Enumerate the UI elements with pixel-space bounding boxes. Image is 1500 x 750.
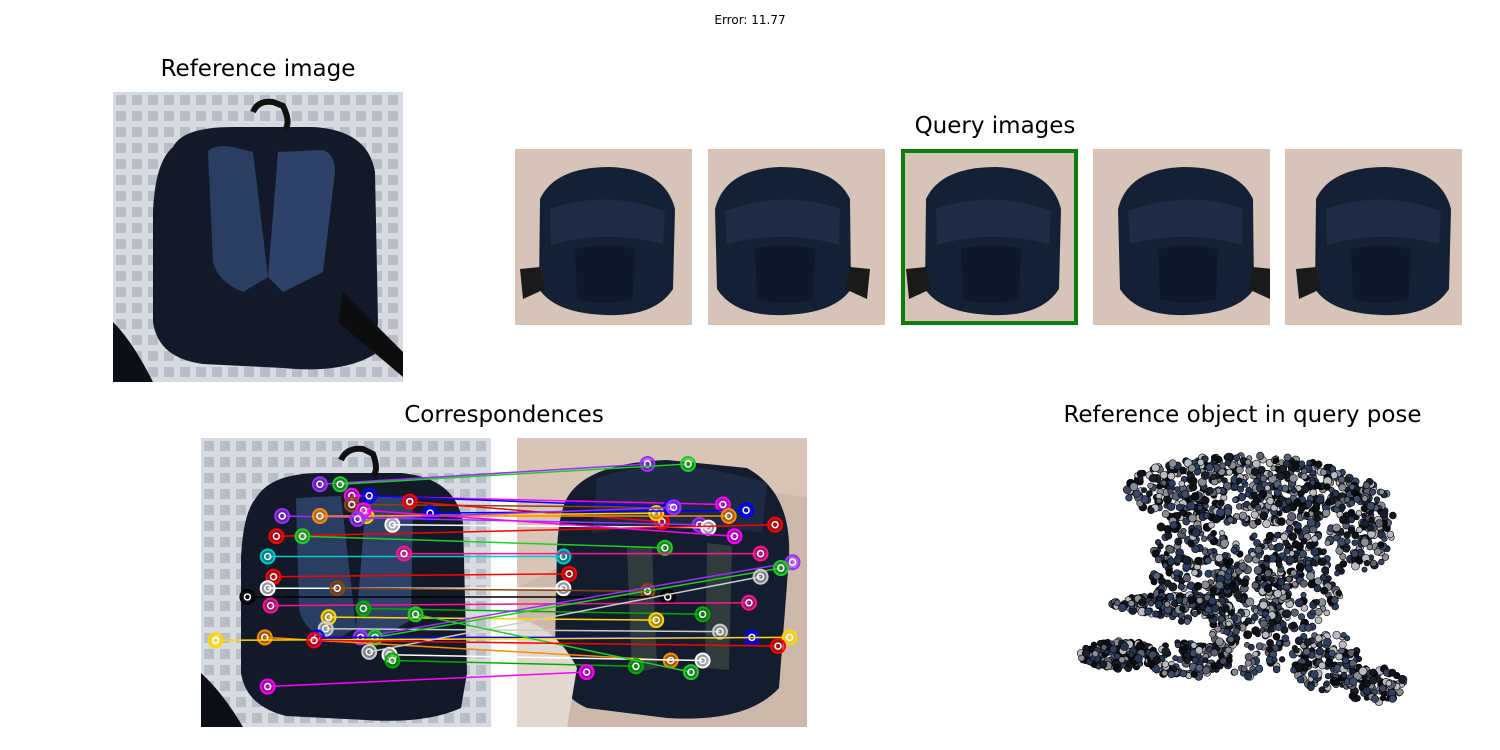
- keypoint-right-22: [712, 623, 728, 640]
- keypoint-right-20: [694, 606, 711, 623]
- keypoint-left-5: [401, 493, 418, 510]
- keypoint-left-29: [361, 643, 378, 660]
- query-image-1: [515, 149, 692, 325]
- query-image-5: [1285, 149, 1462, 325]
- keypoint-right-15: [561, 565, 578, 582]
- match-line-1: [340, 463, 689, 485]
- match-line-22: [325, 627, 721, 633]
- match-line-35: [357, 506, 674, 520]
- match-line-24: [374, 567, 782, 639]
- keypoint-left-9: [311, 508, 328, 525]
- keypoint-right-13: [726, 528, 743, 545]
- reference-title: Reference image: [160, 56, 356, 82]
- match-line-7: [430, 509, 747, 514]
- keypoint-left-10: [384, 516, 401, 533]
- keypoint-left-33: [306, 632, 323, 649]
- keypoint-right-35: [665, 499, 682, 516]
- match-line-0: [319, 463, 648, 485]
- keypoint-right-34: [752, 545, 769, 562]
- keypoint-left-3: [343, 496, 360, 513]
- keypoint-right-11: [767, 516, 784, 533]
- query-image-4: [1093, 149, 1270, 325]
- keypoint-right-10: [700, 519, 717, 536]
- match-line-21: [328, 616, 657, 621]
- match-line-15: [273, 573, 570, 578]
- query-title: Query images: [914, 113, 1076, 139]
- keypoint-left-26: [256, 629, 273, 646]
- keypoint-right-28: [694, 652, 711, 669]
- keypoint-left-35: [349, 510, 366, 527]
- keypoint-left-19: [262, 597, 279, 614]
- keypoint-right-1: [680, 456, 697, 473]
- keypoint-right-18: [659, 588, 676, 605]
- match-line-4: [369, 495, 671, 509]
- match-line-30: [392, 659, 636, 668]
- match-line-33: [314, 639, 779, 647]
- keypoint-right-7: [738, 502, 755, 519]
- match-line-29: [369, 575, 761, 653]
- keypoint-left-4: [361, 487, 378, 504]
- keypoint-left-12: [294, 528, 311, 545]
- keypoint-right-14: [555, 548, 572, 565]
- keypoint-right-0: [639, 456, 656, 473]
- keypoint-right-21: [648, 612, 665, 629]
- keypoint-left-8: [274, 508, 291, 525]
- match-line-19: [270, 601, 750, 607]
- keypoint-left-30: [384, 652, 401, 669]
- point-cloud-render: [1076, 451, 1408, 706]
- keypoint-left-27: [207, 632, 224, 649]
- keypoint-right-33: [770, 638, 786, 655]
- keypoint-right-12: [656, 539, 673, 556]
- keypoint-left-1: [332, 476, 349, 493]
- keypoint-right-29: [752, 568, 769, 585]
- match-line-13: [363, 509, 735, 538]
- query-image-2: [708, 149, 885, 325]
- keypoint-right-31: [578, 664, 595, 681]
- keypoint-right-16: [555, 580, 572, 597]
- keypoint-right-30: [627, 658, 644, 675]
- correspondences-title: Correspondences: [404, 402, 604, 428]
- match-line-11: [276, 523, 776, 538]
- keypoint-left-18: [239, 588, 256, 605]
- keypoint-left-11: [268, 528, 285, 545]
- keypoint-left-16: [259, 580, 276, 597]
- match-line-31: [267, 671, 587, 688]
- correspondence-overlay: [207, 456, 801, 695]
- match-line-23: [360, 561, 793, 639]
- reference-image: [113, 92, 403, 382]
- match-line-17: [337, 587, 648, 592]
- query-image-3: [901, 149, 1078, 325]
- keypoint-left-0: [311, 476, 328, 493]
- keypoint-left-32: [407, 606, 424, 623]
- match-line-28: [389, 654, 703, 662]
- keypoint-left-31: [259, 678, 276, 695]
- keypoint-left-20: [355, 600, 372, 617]
- keypoint-right-9: [720, 508, 737, 525]
- keypoint-right-24: [772, 560, 789, 577]
- keypoint-right-32: [683, 664, 699, 681]
- error-text: Error: 11.77: [714, 13, 786, 27]
- keypoint-right-19: [741, 594, 757, 611]
- match-line-12: [302, 535, 665, 549]
- keypoint-right-27: [781, 629, 798, 646]
- keypoint-left-34: [396, 545, 412, 562]
- pose-title: Reference object in query pose: [1063, 402, 1422, 428]
- keypoint-left-14: [259, 548, 276, 565]
- keypoint-left-17: [329, 580, 346, 597]
- keypoint-left-7: [422, 505, 439, 522]
